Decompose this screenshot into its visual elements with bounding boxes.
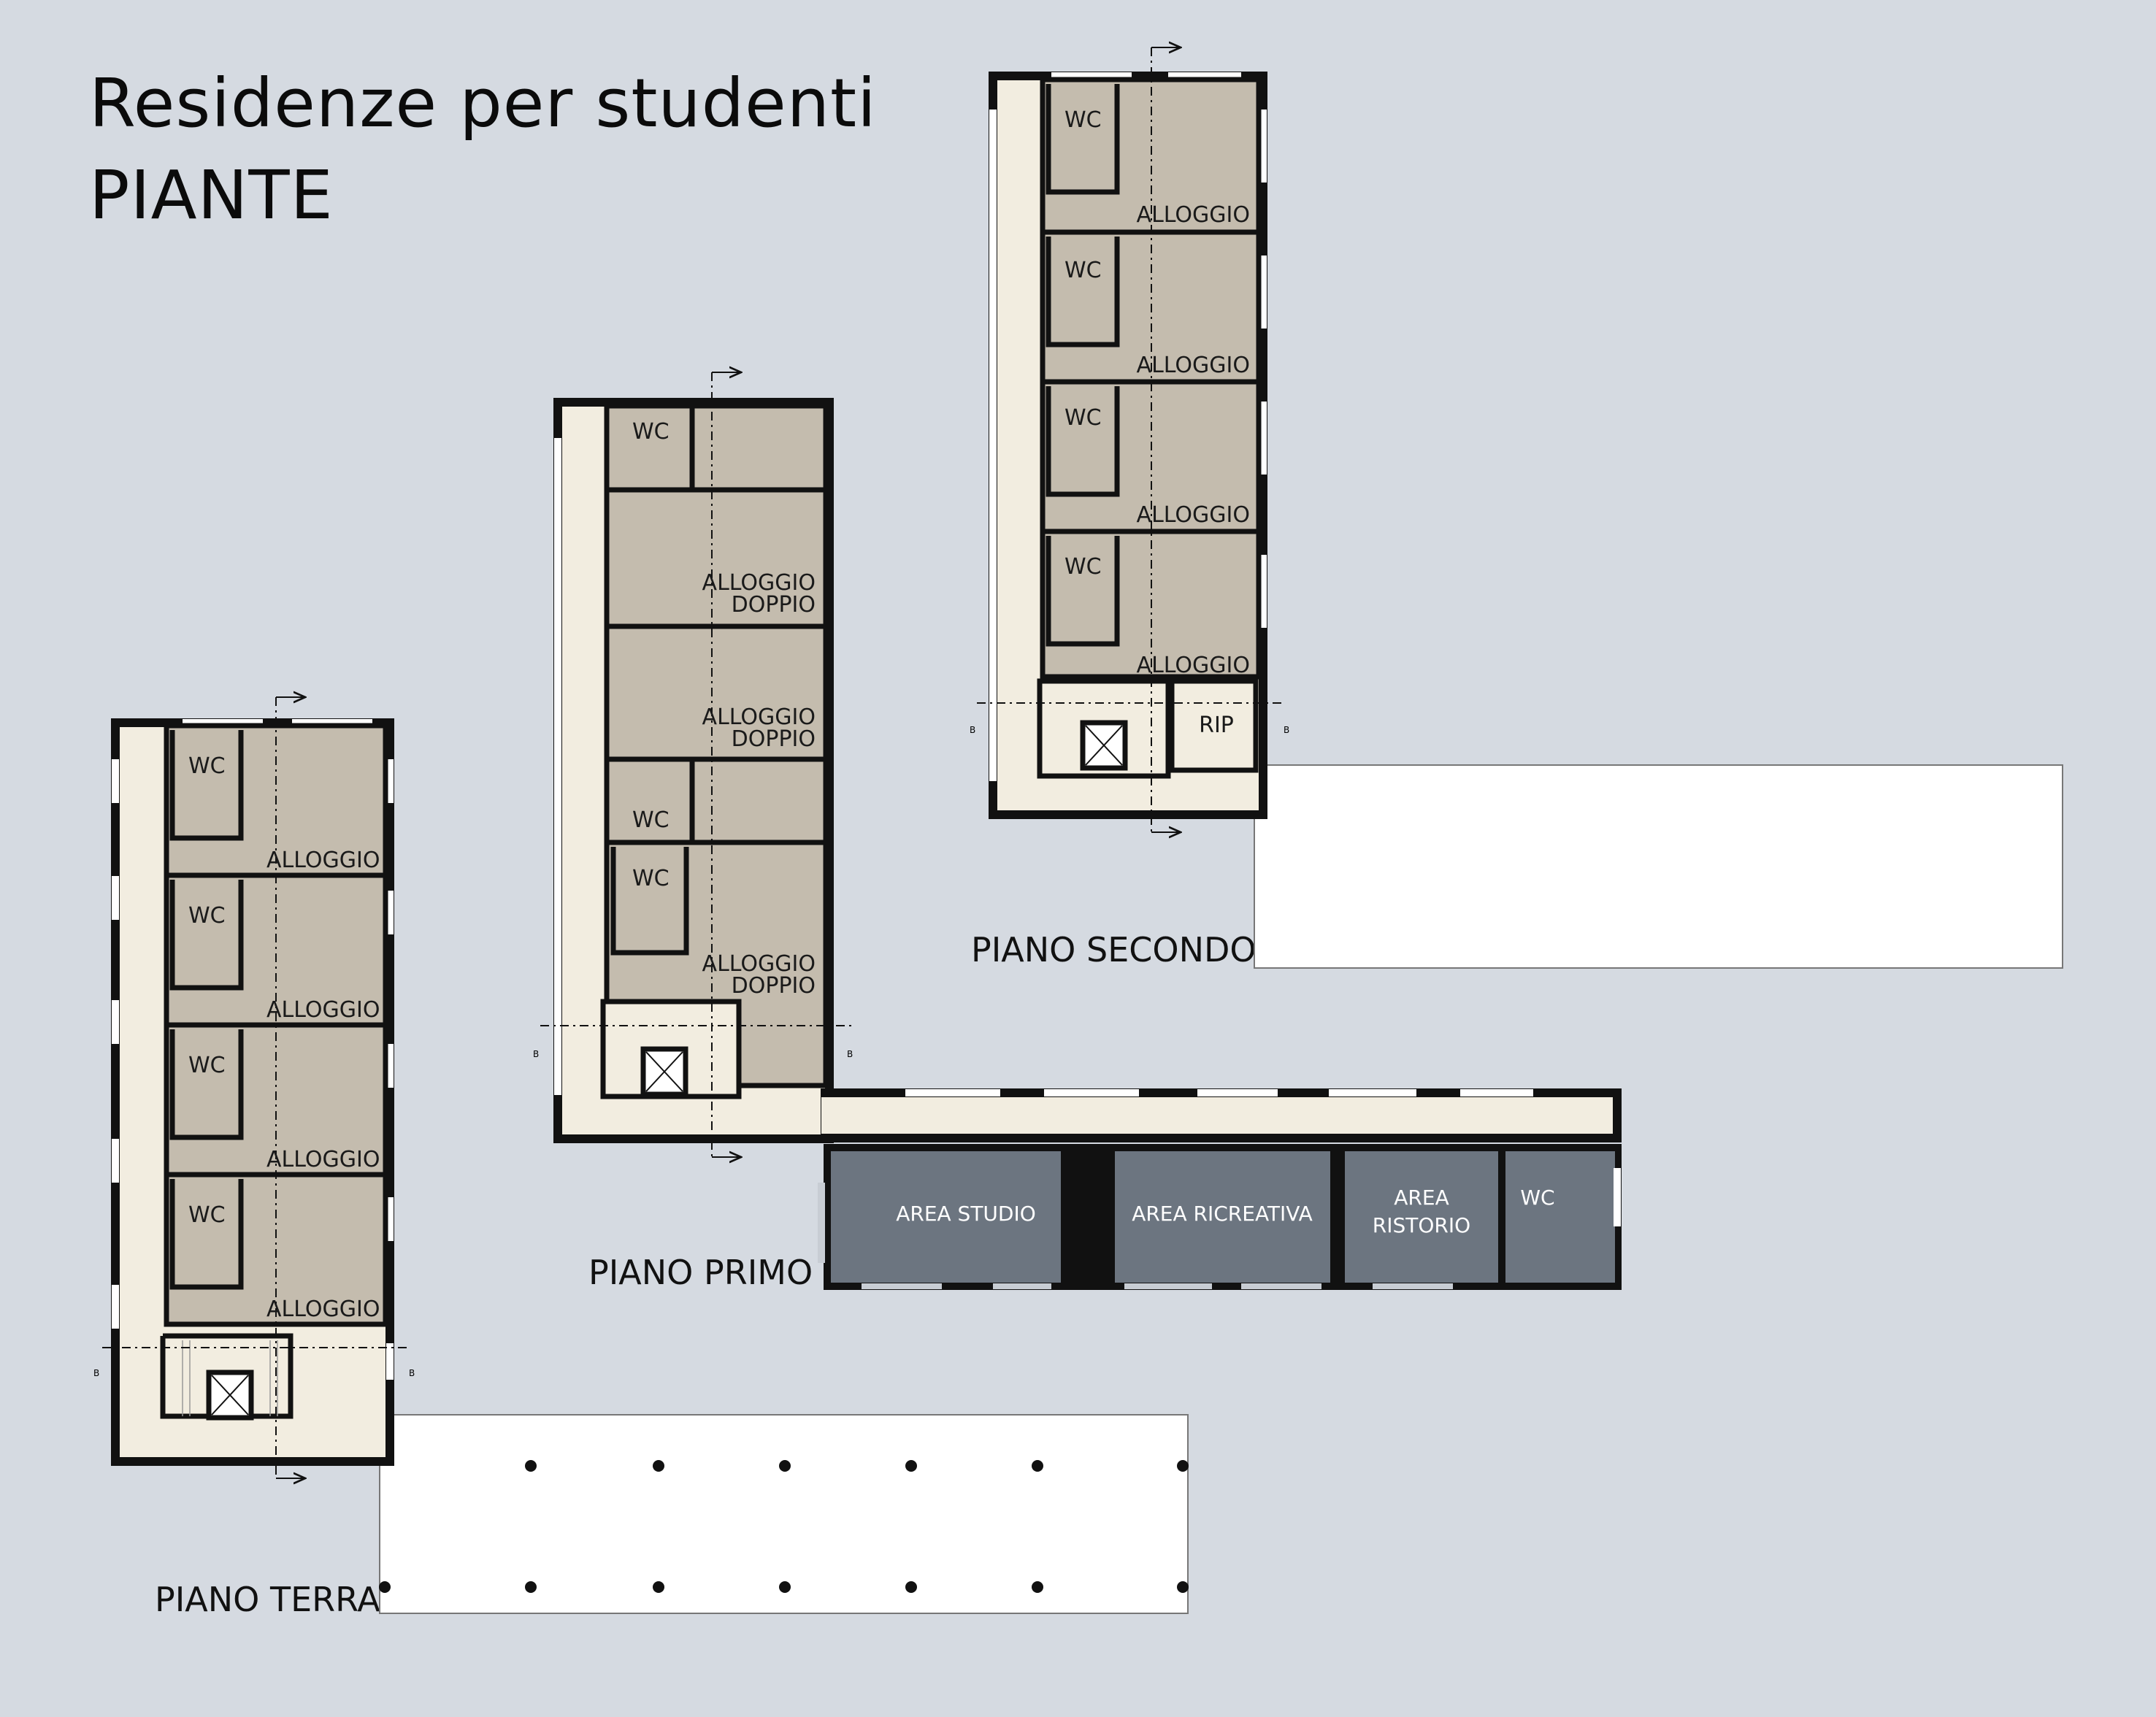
- room-area-ricreativa: [1115, 1151, 1330, 1283]
- plan-ground-floor: B B WC WC WC WC ALLOGGIO ALLOGGIO ALLOGG…: [93, 697, 1189, 1614]
- room-label-rip: RIP: [1199, 712, 1234, 738]
- room-label-wc: WC: [1064, 258, 1102, 283]
- second-section-lines: [977, 47, 1285, 832]
- room-label-area-ristorio: AREA: [1394, 1186, 1449, 1210]
- room-label-alloggio-doppio: ALLOGGIO: [702, 951, 816, 977]
- room-area-ristorio: [1345, 1151, 1498, 1283]
- first-rooms-block: [604, 403, 829, 1088]
- floor-label-ground: PIANO TERRA: [155, 1580, 380, 1619]
- floor-label-first: PIANO PRIMO: [588, 1253, 813, 1292]
- room-label-wc: WC: [1064, 405, 1102, 431]
- section-mark: B: [847, 1049, 853, 1059]
- room-label-wc: WC: [632, 807, 670, 833]
- porch-area: [379, 1414, 1189, 1614]
- room-label-alloggio-doppio: DOPPIO: [732, 726, 816, 752]
- room-label-alloggio: ALLOGGIO: [1137, 653, 1250, 678]
- page-title: Residenze per studenti: [89, 64, 877, 142]
- room-wc-first: [1505, 1151, 1615, 1283]
- room-label-area-studio: AREA STUDIO: [896, 1202, 1036, 1226]
- room-label-alloggio: ALLOGGIO: [1137, 502, 1250, 528]
- room-label-wc: WC: [188, 903, 226, 929]
- room-label-alloggio-doppio: ALLOGGIO: [702, 570, 816, 596]
- room-label-wc: WC: [188, 1053, 226, 1078]
- room-rip: [1169, 678, 1259, 773]
- room-label-alloggio: ALLOGGIO: [266, 997, 380, 1023]
- room-label-alloggio-doppio: DOPPIO: [732, 592, 816, 618]
- section-mark: B: [1284, 725, 1289, 735]
- room-label-wc: WC: [632, 419, 670, 445]
- floor-label-second: PIANO SECONDO: [971, 930, 1257, 969]
- room-label-wc: WC: [1520, 1186, 1554, 1210]
- section-mark: B: [93, 1368, 99, 1378]
- room-label-alloggio: ALLOGGIO: [1137, 353, 1250, 378]
- section-mark: B: [970, 725, 975, 735]
- room-label-wc: WC: [1064, 107, 1102, 133]
- second-stair: [1037, 678, 1171, 779]
- room-label-alloggio-doppio: ALLOGGIO: [702, 704, 816, 730]
- porch-columns: [379, 1460, 1189, 1593]
- room-area-studio: [831, 1151, 1061, 1283]
- plan-first-floor: B B WC WC WC ALLOGGIO DOPPIO ALLOGGIO DO…: [533, 372, 1622, 1290]
- terrace-area: [1254, 764, 2063, 969]
- ground-section-lines: [102, 697, 409, 1478]
- room-label-wc: WC: [632, 866, 670, 891]
- room-label-alloggio: ALLOGGIO: [266, 1147, 380, 1172]
- section-mark: B: [409, 1368, 415, 1378]
- section-mark: B: [533, 1049, 539, 1059]
- page-subtitle: PIANTE: [89, 156, 334, 234]
- room-label-wc: WC: [188, 753, 226, 779]
- room-label-area-ricreativa: AREA RICREATIVA: [1132, 1202, 1313, 1226]
- ground-windows: [112, 719, 394, 1380]
- room-label-alloggio: ALLOGGIO: [266, 1297, 380, 1322]
- room-label-alloggio: ALLOGGIO: [1137, 202, 1250, 228]
- room-label-area-ristorio: RISTORIO: [1373, 1213, 1470, 1237]
- room-label-alloggio-doppio: DOPPIO: [732, 973, 816, 999]
- room-label-wc: WC: [1064, 554, 1102, 580]
- first-section-lines: [540, 372, 854, 1157]
- first-corridor: [821, 1088, 1622, 1142]
- room-label-alloggio: ALLOGGIO: [266, 848, 380, 873]
- plan-second-floor: B B WC WC WC WC ALLOGGIO ALLOGGIO ALLOGG…: [970, 47, 2063, 969]
- room-label-wc: WC: [188, 1202, 226, 1228]
